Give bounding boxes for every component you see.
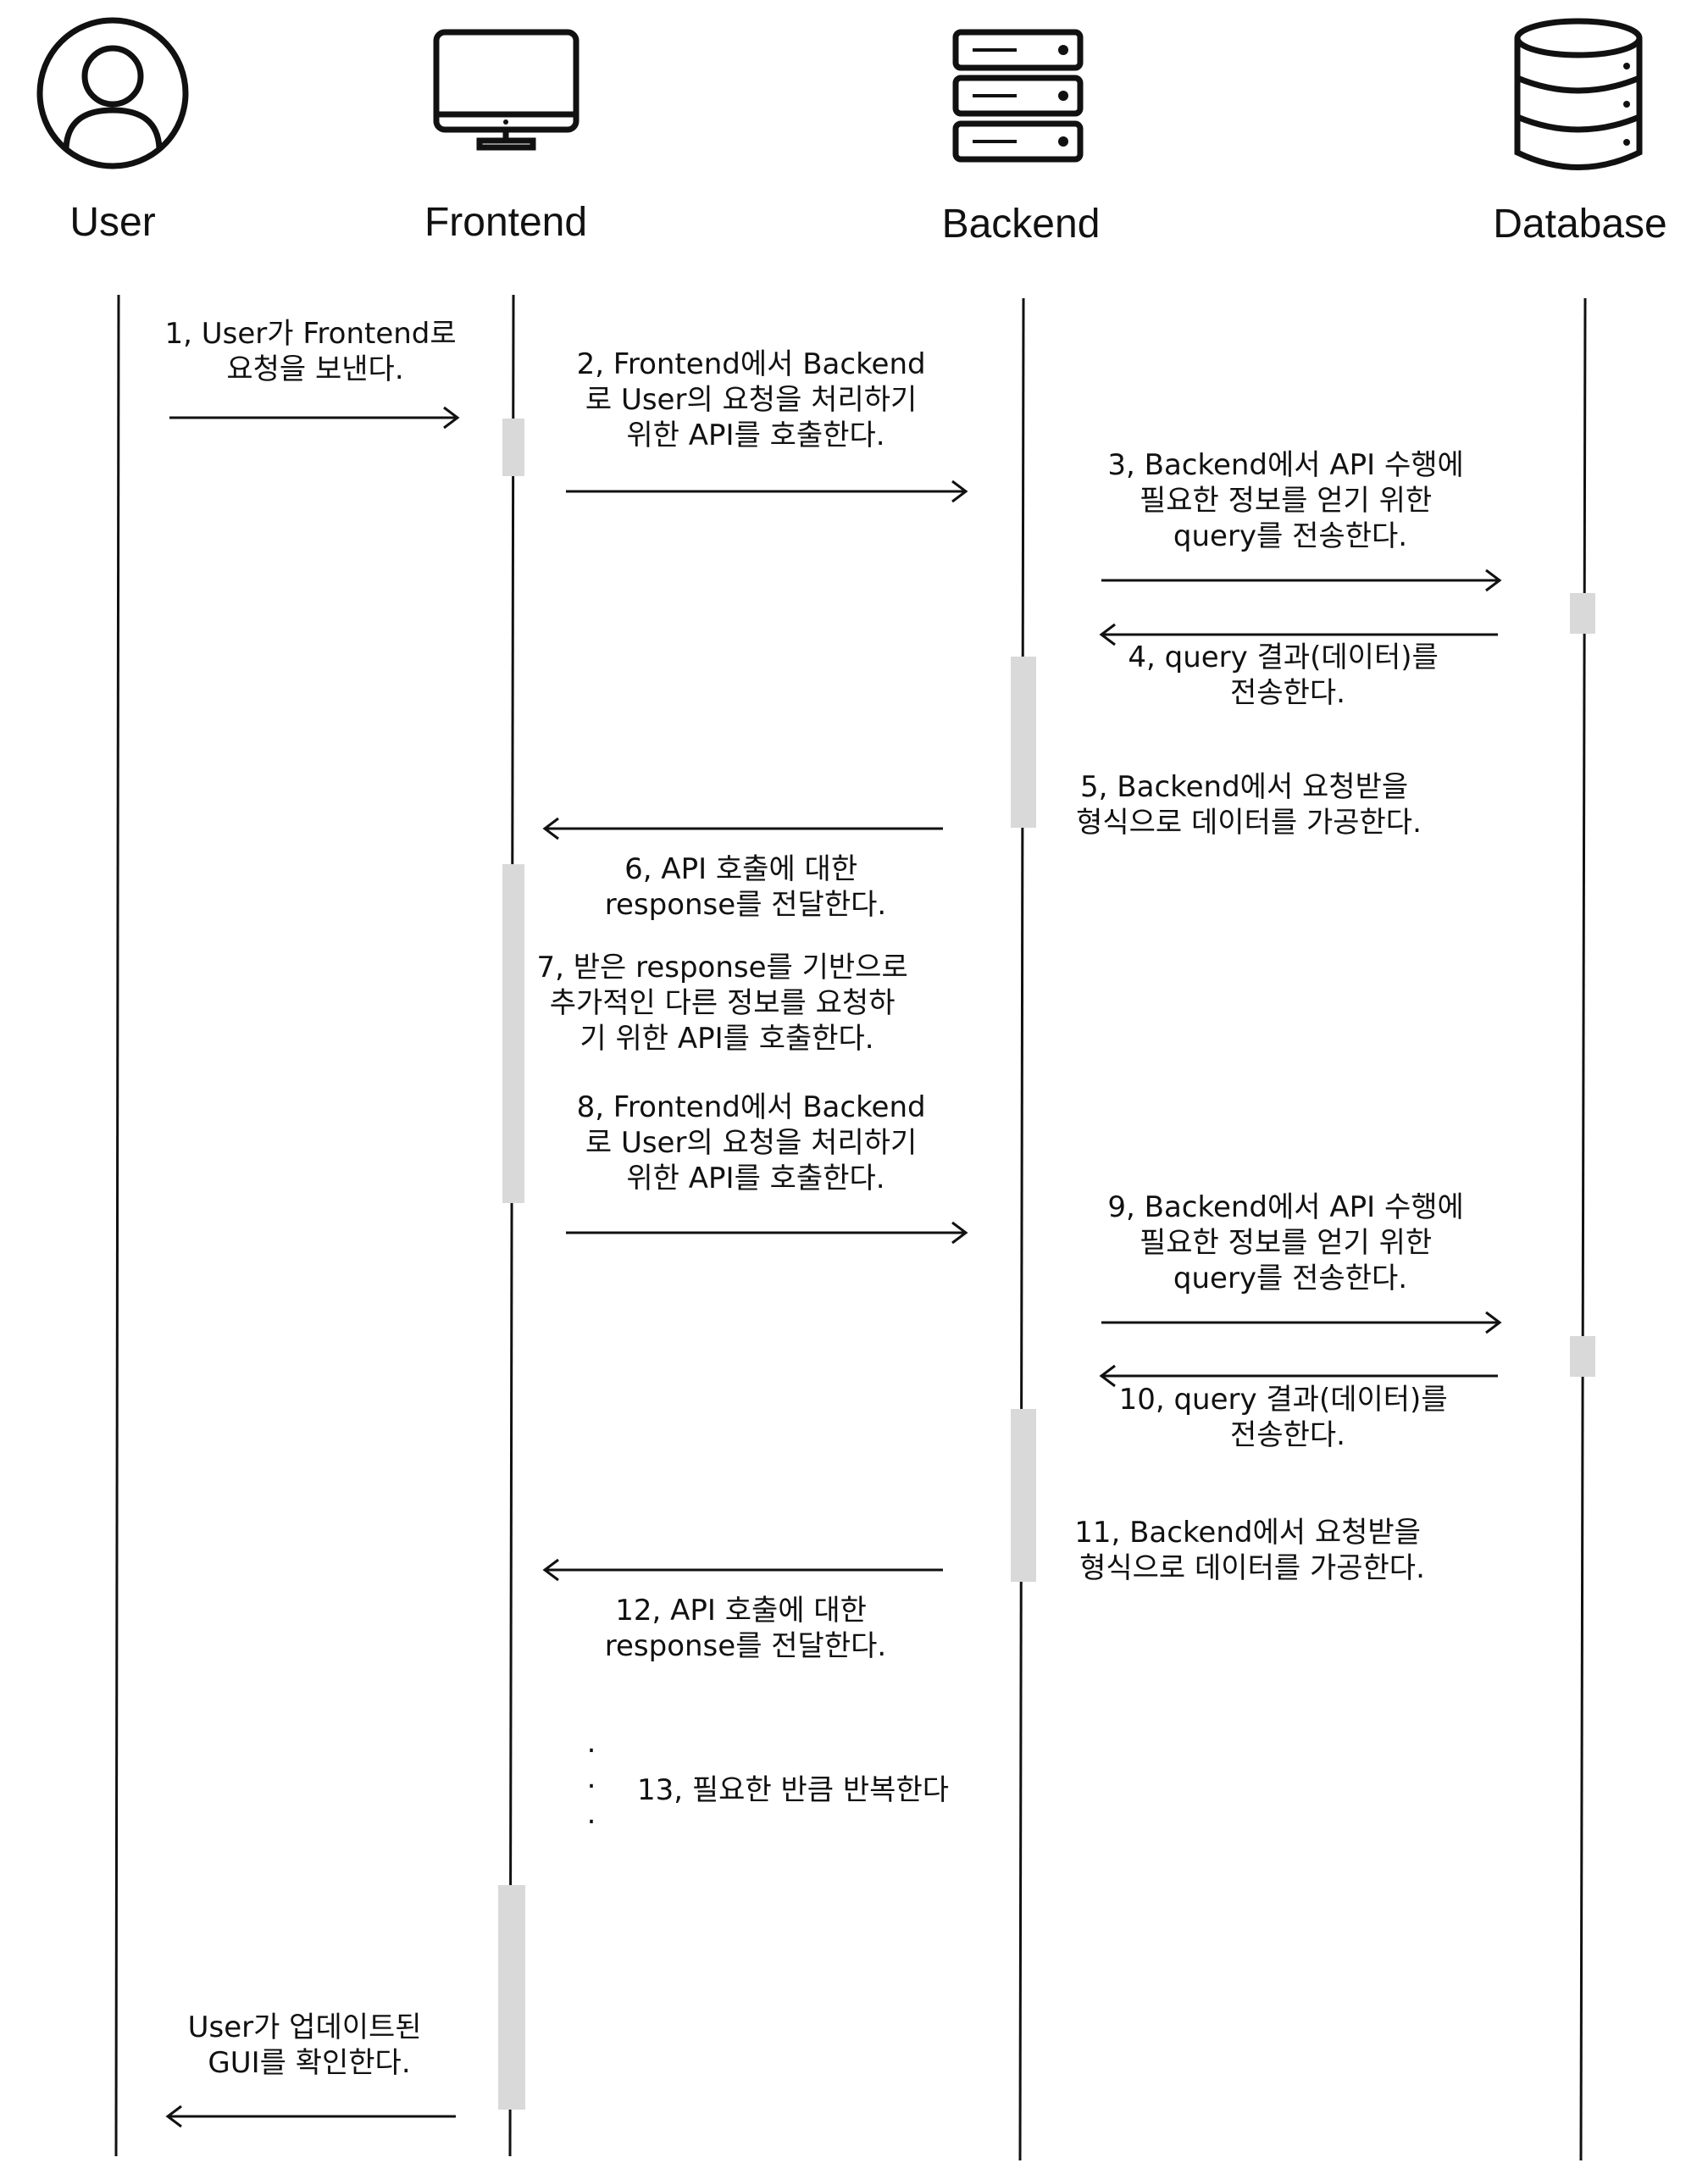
actor-label-frontend: Frontend xyxy=(424,200,587,245)
monitor-icon xyxy=(433,29,580,151)
activation-frontend-3 xyxy=(498,1885,525,2110)
user-icon xyxy=(36,17,189,169)
arrow-msg-4 xyxy=(1099,623,1498,646)
message-6-label: 6, API 호출에 대한 response를 전달한다. xyxy=(605,852,886,922)
message-10-label: 10, query 결과(데이터)를 전송한다. xyxy=(1119,1383,1457,1452)
arrow-msg-3 xyxy=(1101,568,1502,592)
message-3-label: 3, Backend에서 API 수행에 필요한 정보를 얻기 위한 query… xyxy=(1107,448,1472,553)
message-7-label: 7, 받은 response를 기반으로 추가적인 다른 정보를 요청하 기 위… xyxy=(536,951,917,1056)
message-9-label: 9, Backend에서 API 수행에 필요한 정보를 얻기 위한 query… xyxy=(1107,1190,1472,1295)
arrow-msg-1 xyxy=(169,406,460,430)
message-11-label: 11, Backend에서 요청받을 형식으로 데이터를 가공한다. xyxy=(1074,1516,1430,1585)
activation-backend-1 xyxy=(1011,657,1036,828)
lifeline-database xyxy=(1579,297,1587,2161)
arrow-msg-8 xyxy=(566,1221,968,1245)
actor-label-user: User xyxy=(69,200,155,245)
activation-frontend-2 xyxy=(502,864,524,1203)
message-12-label: 12, API 호출에 대한 response를 전달한다. xyxy=(605,1594,886,1663)
actor-label-backend: Backend xyxy=(942,202,1101,247)
lifeline-backend xyxy=(1018,297,1025,2161)
arrow-msg-2 xyxy=(566,480,968,503)
ellipsis-dot-1: . xyxy=(587,1726,596,1760)
lifeline-user xyxy=(114,294,120,2157)
activation-frontend-1 xyxy=(502,419,524,476)
message-4-label: 4, query 결과(데이터)를 전송한다. xyxy=(1128,641,1447,710)
activation-database-2 xyxy=(1570,1336,1595,1377)
database-icon xyxy=(1514,18,1643,170)
message-5-label: 5, Backend에서 요청받을 형식으로 데이터를 가공한다. xyxy=(1076,770,1422,840)
actor-label-database: Database xyxy=(1493,202,1666,247)
arrow-msg-12 xyxy=(542,1558,943,1582)
lifeline-frontend xyxy=(508,294,515,2157)
activation-database-1 xyxy=(1570,593,1595,634)
ellipsis-dot-3: . xyxy=(587,1797,596,1831)
message-8-label: 8, Frontend에서 Backend 로 User의 요청을 처리하기 위… xyxy=(577,1090,935,1195)
message-13-label: 13, 필요한 반큼 반복한다 xyxy=(637,1773,949,1807)
arrow-msg-10 xyxy=(1099,1364,1498,1388)
message-2-label: 2, Frontend에서 Backend 로 User의 요청을 처리하기 위… xyxy=(577,347,935,452)
message-14-label: User가 업데이트된 GUI를 확인한다. xyxy=(188,2010,431,2080)
message-1-label: 1, User가 Frontend로 요청을 보낸다. xyxy=(165,317,466,386)
arrow-msg-9 xyxy=(1101,1311,1502,1334)
arrow-msg-14 xyxy=(165,2105,456,2128)
activation-backend-2 xyxy=(1011,1409,1036,1582)
arrow-msg-6 xyxy=(542,817,943,840)
ellipsis-dot-2: . xyxy=(587,1761,596,1795)
server-icon xyxy=(952,29,1084,163)
